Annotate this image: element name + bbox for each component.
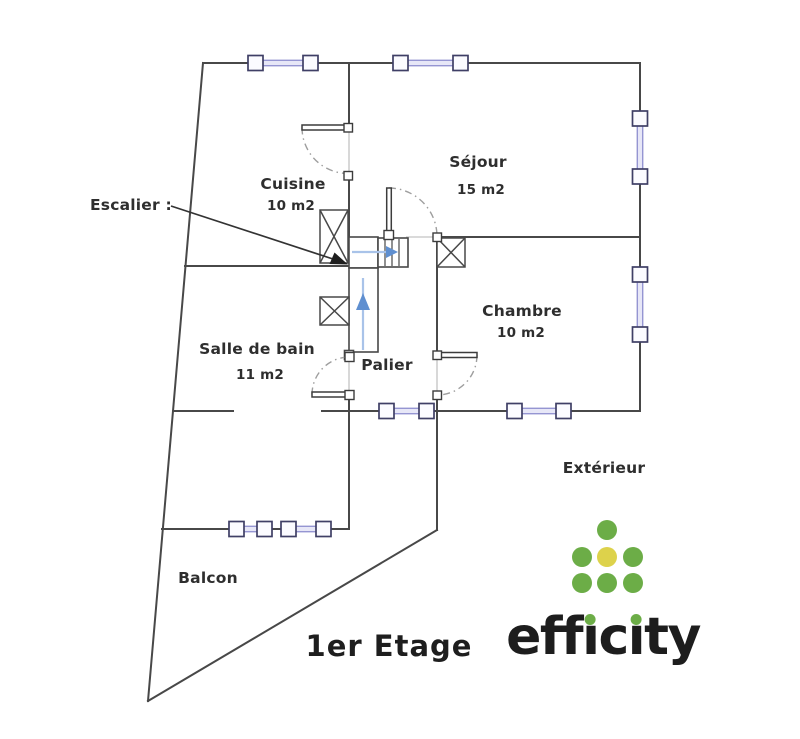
door-swing-arc [301, 127, 349, 175]
window-glass-sejour-top [406, 59, 455, 67]
room-label-salle-de-bain: Salle de bain [199, 340, 315, 358]
stairs-up-arrow-head-icon [356, 293, 370, 310]
zone-label-palier: Palier [361, 356, 413, 374]
logo-wordmark-segment: eff [506, 607, 584, 667]
logo-dot [623, 573, 643, 593]
logo-wordmark-i: ı [627, 607, 646, 667]
room-area-sejour: 15 m2 [457, 182, 505, 198]
door-hinge-square [383, 229, 395, 241]
door-leaf [436, 351, 478, 359]
wall-balcony-diagonal [146, 528, 439, 703]
window-glass-chambre-right [636, 280, 644, 329]
door-cuisine [301, 122, 354, 181]
escalier-arrow-head-icon [329, 252, 348, 265]
door-hinge-square [432, 350, 443, 361]
door-hinge-square [343, 122, 354, 133]
door-sdb [311, 351, 355, 401]
logo-wordmark-segment: c [598, 607, 629, 667]
staircase [343, 236, 409, 361]
door-strike-square [343, 170, 354, 181]
room-label-cuisine: Cuisine [260, 175, 326, 193]
logo-wordmark-i: ı [582, 607, 600, 667]
door-chambre [432, 350, 478, 401]
logo-wordmark-segment: ty [644, 607, 701, 667]
door-swing-arc [436, 354, 478, 396]
door-strike-square [432, 232, 443, 243]
zone-label-balcon: Balcon [178, 569, 238, 587]
window-glass-sejour-right [636, 124, 644, 171]
escalier-arrow-line [170, 205, 337, 261]
door-sejour [383, 187, 443, 243]
door-leaf [385, 187, 393, 233]
doors [301, 122, 478, 401]
door-strike-square [432, 390, 443, 401]
door-strike-square [344, 351, 355, 363]
stairs-right-arrow-head-icon [386, 246, 398, 258]
logo-dot [572, 547, 592, 567]
annotation-escalier: Escalier : [90, 196, 172, 214]
escalier-callout-arrow [170, 205, 348, 265]
duct-symbol-chambre [436, 237, 466, 268]
logo-dot [597, 520, 617, 540]
logo-dot [597, 573, 617, 593]
walls [146, 61, 641, 703]
door-hinge-square [344, 389, 355, 401]
duct-symbol-sdb [319, 296, 350, 326]
wall-left-slant [146, 61, 205, 703]
window-glass-chambre-bottom [520, 407, 558, 415]
zone-label-exterieur: Extérieur [562, 459, 646, 477]
duct-symbols [319, 209, 466, 326]
door-leaf [311, 391, 349, 398]
window-glass-balcony-2 [294, 525, 318, 533]
room-area-cuisine: 10 m2 [267, 198, 315, 214]
room-area-chambre: 10 m2 [497, 325, 545, 341]
window-glass-balcony-1 [242, 525, 259, 533]
threshold-lines [348, 126, 438, 396]
door-swing-arc [311, 356, 350, 395]
room-label-chambre: Chambre [482, 302, 562, 320]
stair-direction-arrows [352, 246, 398, 350]
windows [228, 54, 649, 538]
logo-dot-yellow [597, 547, 617, 567]
door-leaf [301, 124, 349, 131]
floor-title: 1er Etage [305, 629, 473, 663]
window-glass-cuisine [261, 59, 305, 67]
window-glass-palier-bottom [392, 407, 421, 415]
room-area-salle-de-bain: 11 m2 [236, 367, 284, 383]
room-label-sejour: Séjour [449, 153, 507, 171]
logo-dot [572, 573, 592, 593]
logo-dot [623, 547, 643, 567]
logo-wordmark: effıcıty [506, 607, 701, 667]
window-frames [228, 54, 649, 538]
door-swing-arc [388, 187, 438, 237]
